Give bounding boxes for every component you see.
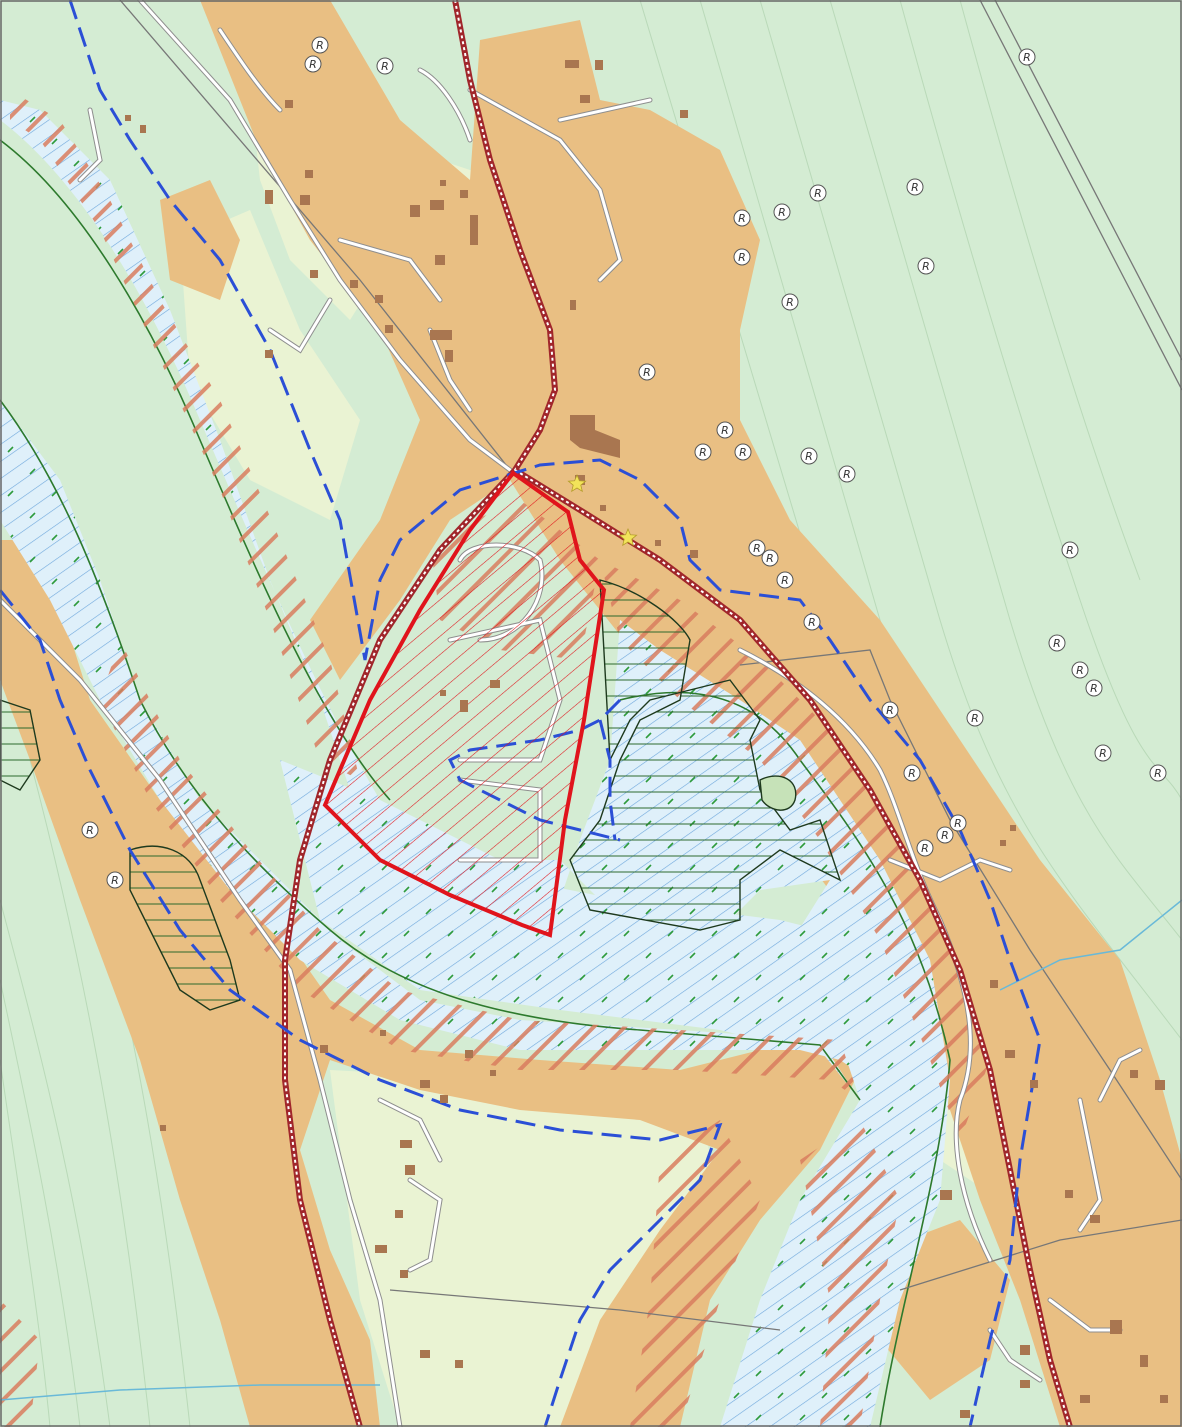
r-marker-label: R (1023, 51, 1031, 64)
r-marker-icon[interactable]: R (376, 57, 394, 75)
r-marker-label: R (766, 552, 774, 565)
r-marker-icon[interactable]: R (748, 539, 766, 557)
r-marker-icon[interactable]: R (1071, 661, 1089, 679)
r-marker-label: R (111, 874, 119, 887)
r-marker-label: R (1066, 544, 1074, 557)
r-marker-label: R (805, 450, 813, 463)
star-icon (567, 473, 587, 493)
r-marker-label: R (1154, 767, 1162, 780)
r-marker-icon[interactable]: R (1061, 541, 1079, 559)
r-marker-label: R (814, 187, 822, 200)
r-marker-icon[interactable]: R (838, 465, 856, 483)
r-marker-label: R (808, 616, 816, 629)
r-marker-icon[interactable]: R (311, 36, 329, 54)
r-marker-icon[interactable]: R (917, 257, 935, 275)
r-marker-icon[interactable]: R (733, 248, 751, 266)
r-marker-label: R (908, 767, 916, 780)
railway (282, 0, 1073, 1427)
r-marker-icon[interactable]: R (903, 764, 921, 782)
r-marker-label: R (1090, 682, 1098, 695)
r-marker-label: R (381, 60, 389, 73)
r-marker-icon[interactable]: R (761, 549, 779, 567)
r-marker-icon[interactable]: R (1085, 679, 1103, 697)
r-marker-icon[interactable]: R (881, 701, 899, 719)
r-marker-label: R (786, 296, 794, 309)
r-marker-label: R (843, 468, 851, 481)
buildings (125, 60, 1168, 1418)
r-marker-label: R (309, 58, 317, 71)
r-marker-icon[interactable]: R (81, 821, 99, 839)
star-markers (567, 473, 638, 547)
r-marker-icon[interactable]: R (304, 55, 322, 73)
r-marker-icon[interactable]: R (803, 613, 821, 631)
r-marker-label: R (753, 542, 761, 555)
r-marker-icon[interactable]: R (106, 871, 124, 889)
r-marker-icon[interactable]: R (733, 209, 751, 227)
r-marker-icon[interactable]: R (916, 839, 934, 857)
r-marker-label: R (316, 39, 324, 52)
r-marker-icon[interactable]: R (800, 447, 818, 465)
r-marker-icon[interactable]: R (776, 571, 794, 589)
r-marker-label: R (781, 574, 789, 587)
r-marker-icon[interactable]: R (966, 709, 984, 727)
r-marker-label: R (739, 446, 747, 459)
r-marker-label: R (941, 829, 949, 842)
r-marker-icon[interactable]: R (949, 814, 967, 832)
powerlines (119, 0, 1182, 1331)
r-marker-label: R (922, 260, 930, 273)
r-marker-label: R (699, 446, 707, 459)
r-marker-label: R (643, 366, 651, 379)
r-marker-icon[interactable]: R (638, 363, 656, 381)
r-marker-label: R (86, 824, 94, 837)
r-marker-label: R (1076, 664, 1084, 677)
r-marker-label: R (1099, 747, 1107, 760)
r-marker-icon[interactable]: R (1018, 48, 1036, 66)
r-marker-icon[interactable]: R (936, 826, 954, 844)
r-marker-icon[interactable]: R (694, 443, 712, 461)
r-marker-label: R (738, 212, 746, 225)
star-icon (618, 527, 638, 547)
r-marker-label: R (886, 704, 894, 717)
roads (0, 0, 1142, 1427)
r-marker-label: R (778, 206, 786, 219)
r-marker-icon[interactable]: R (781, 293, 799, 311)
r-marker-label: R (738, 251, 746, 264)
r-marker-label: R (911, 181, 919, 194)
r-marker-label: R (954, 817, 962, 830)
r-marker-icon[interactable]: R (809, 184, 827, 202)
r-marker-icon[interactable]: R (906, 178, 924, 196)
r-marker-label: R (721, 424, 729, 437)
r-marker-icon[interactable]: R (773, 203, 791, 221)
r-marker-icon[interactable]: R (1149, 764, 1167, 782)
r-marker-icon[interactable]: R (734, 443, 752, 461)
r-marker-label: R (921, 842, 929, 855)
r-marker-label: R (971, 712, 979, 725)
r-marker-label: R (1053, 637, 1061, 650)
r-marker-icon[interactable]: R (1094, 744, 1112, 762)
r-marker-icon[interactable]: R (1048, 634, 1066, 652)
streams (0, 899, 1182, 1401)
r-marker-icon[interactable]: R (716, 421, 734, 439)
